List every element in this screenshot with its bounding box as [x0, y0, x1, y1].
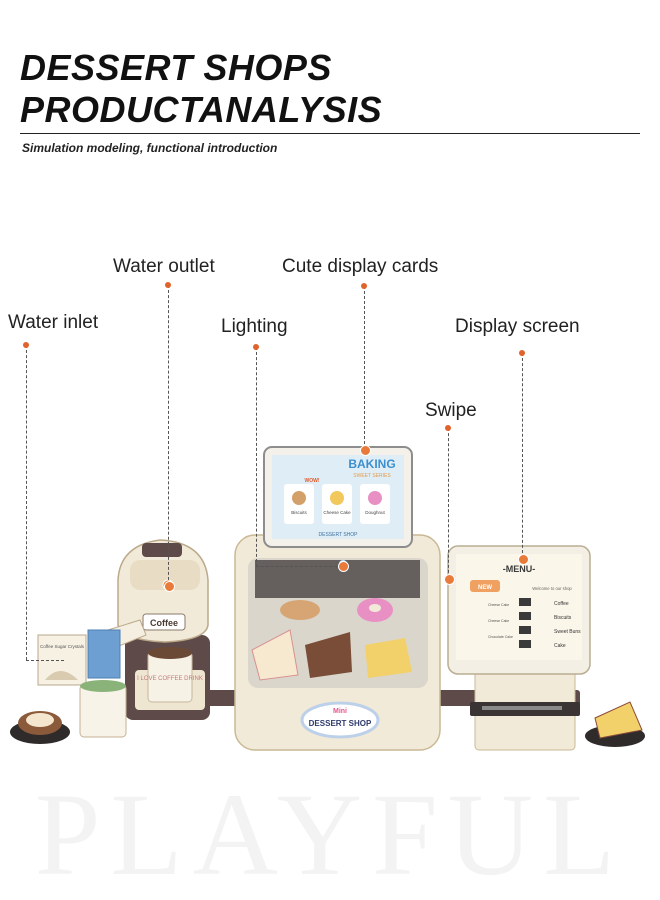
leader-water-inlet — [26, 345, 27, 660]
header-divider — [20, 133, 640, 134]
menu-item-3: Sweet Buns — [554, 629, 581, 635]
cake-plate — [585, 701, 645, 747]
leader-swipe — [448, 428, 449, 578]
dot-water-inlet — [23, 342, 29, 348]
menu-screen: -MENU- Welcome to our shop NEW Coffee Bi… — [447, 545, 591, 751]
cups-and-plates — [10, 680, 127, 744]
menu-left-item-1: Cheese Cake — [488, 603, 509, 607]
cup-label: I LOVE COFFEE DRINK — [137, 676, 203, 682]
callout-display-screen: Display screen — [455, 316, 580, 337]
card-item-3: Doughnut — [365, 510, 385, 515]
card-item-1: Biscuits — [291, 510, 307, 515]
watermark: PLAYFUL — [34, 769, 626, 900]
sugar-box: Coffee Sugar Crystals — [37, 629, 121, 686]
menu-left-item-2: Cheese Cake — [488, 619, 509, 623]
menu-item-4: Cake — [554, 643, 566, 649]
card-footer: DESSERT SHOP — [319, 532, 359, 538]
coffee-label: Coffee — [150, 618, 178, 628]
menu-welcome: Welcome to our shop — [532, 586, 572, 591]
dot-water-outlet-end — [163, 580, 175, 592]
sign-main: DESSERT SHOP — [309, 719, 372, 728]
dot-water-outlet — [165, 282, 171, 288]
baking-card: BAKING SWEET SERIES Biscuits Cheese Cake… — [263, 446, 413, 548]
box-label: Coffee Sugar Crystals — [40, 644, 85, 649]
callout-cute-display-cards: Cute display cards — [282, 256, 439, 277]
dot-display-cards — [361, 283, 367, 289]
leader-display-screen — [522, 353, 523, 558]
sign-top: Mini — [333, 708, 347, 715]
callout-water-inlet: Water inlet — [8, 312, 99, 333]
callout-lighting: Lighting — [221, 316, 288, 337]
product-illustration: Coffee I LOVE COFFEE DRINK Coffee Sugar … — [10, 446, 645, 751]
leader-lighting — [256, 347, 257, 567]
dot-swipe-end — [443, 573, 455, 585]
menu-new-badge: NEW — [478, 585, 492, 591]
card-subtitle: SWEET SERIES — [353, 473, 391, 479]
dot-lighting — [253, 344, 259, 350]
menu-item-2: Biscuits — [554, 615, 572, 621]
dot-display-screen-end — [517, 553, 529, 565]
title-line-1: DESSERT SHOPS — [20, 47, 332, 88]
leader-lighting-horizontal — [256, 566, 342, 567]
dot-swipe — [445, 425, 451, 431]
subtitle: Simulation modeling, functional introduc… — [22, 141, 278, 155]
leader-water-outlet — [168, 285, 169, 585]
menu-title: -MENU- — [503, 564, 536, 574]
callout-water-outlet: Water outlet — [113, 256, 215, 277]
card-item-2: Cheese Cake — [323, 510, 351, 515]
dot-lighting-end — [337, 560, 349, 572]
leader-display-cards — [364, 286, 365, 449]
callout-swipe: Swipe — [425, 400, 477, 421]
menu-left-item-3: Chocolate Cake — [488, 635, 513, 639]
leader-water-inlet-horizontal — [26, 660, 64, 661]
dot-display-cards-end — [359, 444, 371, 456]
card-title: BAKING — [348, 457, 395, 471]
card-badge: WOW! — [305, 478, 320, 484]
menu-item-1: Coffee — [554, 601, 569, 607]
title-line-2: PRODUCTANALYSIS — [20, 89, 383, 130]
dot-display-screen — [519, 350, 525, 356]
